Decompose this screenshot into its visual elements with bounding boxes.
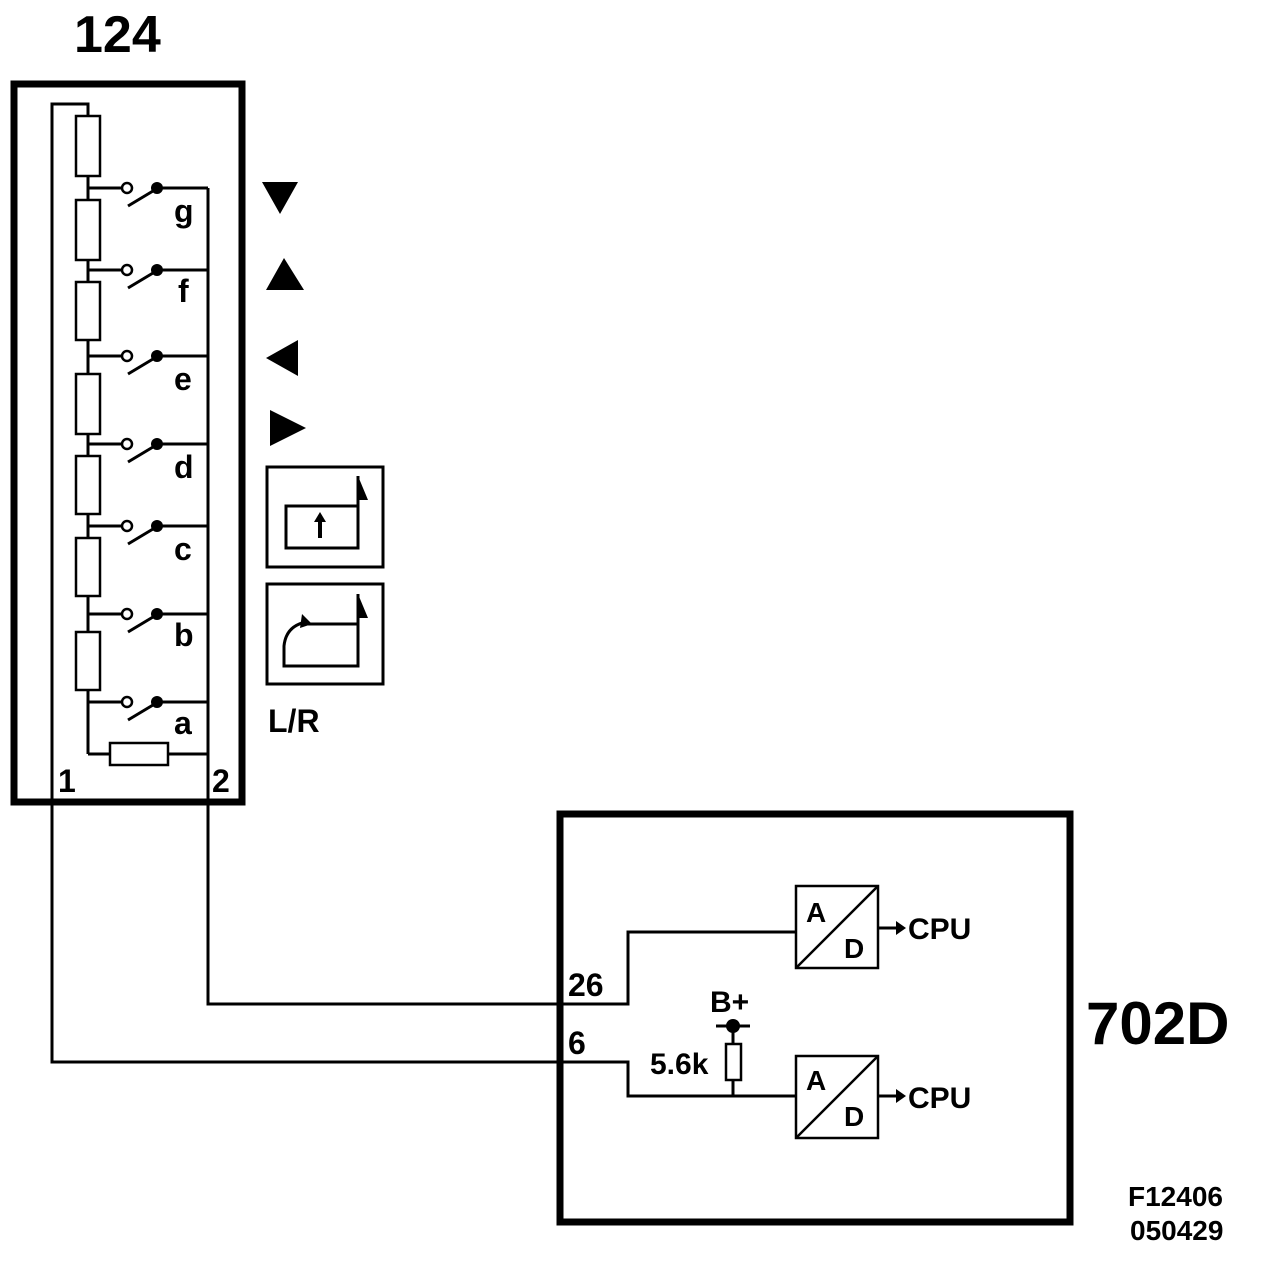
ladder-resistor	[74, 280, 102, 342]
switch-f: f	[88, 263, 208, 309]
switch-unit-box	[10, 80, 246, 806]
pin-26-label: 26	[568, 967, 604, 1003]
ladder-resistor	[74, 454, 102, 516]
control-module-id: 702D	[1086, 990, 1229, 1057]
pin-1-label: 1	[58, 763, 76, 799]
wire-pin1-to-6	[50, 802, 796, 1098]
base-resistor	[108, 741, 170, 767]
switch-label: b	[174, 617, 194, 653]
ladder-resistor	[74, 114, 102, 178]
pin-2-label: 2	[212, 763, 230, 799]
switch-b: b	[88, 607, 208, 653]
switch-label: g	[174, 193, 194, 229]
converter-input-label: A	[806, 897, 826, 928]
control-module-box	[556, 810, 1074, 1226]
return-key-icon	[265, 582, 385, 686]
switch-label: c	[174, 531, 192, 567]
wire-pin2-to-26	[206, 802, 796, 1006]
converter-input-label: A	[806, 1065, 826, 1096]
arrow-up-icon	[266, 258, 304, 290]
side-label: L/R	[268, 703, 320, 739]
pin-6-label: 6	[568, 1025, 586, 1061]
converter-output-label: D	[844, 933, 864, 964]
ladder-resistor	[74, 198, 102, 262]
switch-a: a	[88, 695, 208, 741]
switch-unit-id: 124	[74, 6, 161, 64]
figure-code: F12406	[1128, 1181, 1223, 1212]
left-rail	[50, 102, 90, 812]
figure-date: 050429	[1130, 1215, 1223, 1246]
switch-label: e	[174, 361, 192, 397]
resistor-value-label: 5.6k	[650, 1048, 709, 1081]
ladder-resistor	[74, 372, 102, 436]
enter-key-icon	[265, 465, 385, 569]
switch-label: d	[174, 449, 194, 485]
switch-label: f	[178, 273, 189, 309]
ad-converter-lower: A D CPU	[794, 1054, 971, 1140]
switch-e: e	[88, 349, 208, 397]
resistor-ladder	[74, 114, 208, 767]
arrow-right-icon	[270, 410, 306, 446]
switch-label: a	[174, 705, 192, 741]
cpu-label: CPU	[908, 913, 971, 946]
arrow-down-icon	[262, 182, 298, 214]
pull-up-resistor: B+ 5.6k	[650, 986, 750, 1096]
arrow-left-icon	[266, 340, 298, 376]
ladder-resistor	[74, 630, 102, 692]
switch-d: d	[88, 437, 208, 485]
switch-c: c	[88, 519, 208, 567]
cpu-label: CPU	[908, 1082, 971, 1115]
supply-label: B+	[710, 986, 749, 1019]
converter-output-label: D	[844, 1101, 864, 1132]
switch-g: g	[88, 181, 208, 229]
ladder-resistor	[74, 536, 102, 598]
ad-converter-upper: A D CPU	[794, 884, 971, 970]
